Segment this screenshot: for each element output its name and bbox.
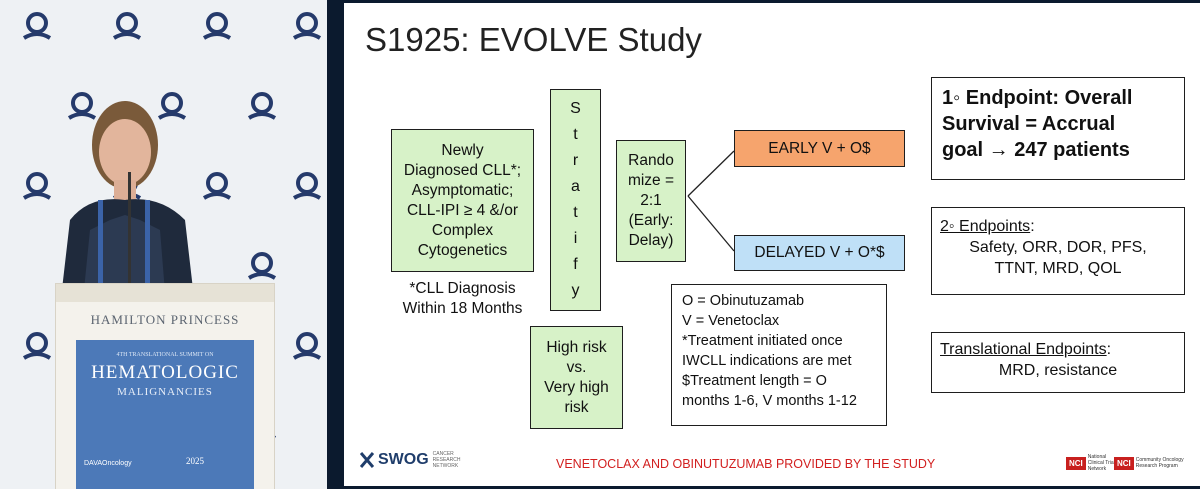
speaker-video-panel: HAMILTON PRINCESS 4TH TRANSLATIONAL SUMM… (0, 0, 327, 489)
legend-line: $Treatment length = O (682, 373, 827, 389)
population-line: Newly (441, 141, 484, 159)
randomize-line: Delay) (628, 232, 674, 249)
stratify-letter: f (573, 256, 578, 273)
banner-title-2: MALIGNANCIES (117, 386, 213, 398)
stratify-letter: y (571, 282, 580, 299)
podium-top (56, 284, 274, 302)
stratification-line: vs. (566, 358, 587, 376)
primary-endpoint-line: Survival = Accrual (942, 113, 1116, 135)
population-line: Diagnosed CLL*; (403, 161, 522, 179)
podium-hotel-name: HAMILTON PRINCESS (90, 312, 240, 327)
backdrop-logo-icon (20, 330, 54, 364)
stratify-letter: t (573, 204, 578, 221)
early-arm-label: EARLY V + O$ (768, 139, 871, 157)
delayed-arm-box: DELAYED V + O*$ (734, 235, 905, 271)
abbreviation-legend: O = Obinutuzamab V = Venetoclax *Treatment… (671, 284, 887, 426)
backdrop-logo-icon (20, 10, 54, 44)
randomize-line: 2:1 (640, 192, 662, 209)
backdrop-logo-icon (290, 10, 324, 44)
translational-endpoints-box: Translational Endpoints: MRD, resistance (931, 332, 1185, 393)
translational-endpoints-text: MRD, resistance (998, 362, 1118, 379)
backdrop-logo-icon (110, 10, 144, 44)
footnote-line: Within 18 Months (402, 300, 523, 317)
stratification-box: High risk vs. Very high risk (530, 326, 623, 429)
backdrop-logo-icon (290, 170, 324, 204)
secondary-endpoints-list: Safety, ORR, DOR, PFS, TTNT, MRD, QOL (940, 237, 1176, 279)
podium: HAMILTON PRINCESS 4TH TRANSLATIONAL SUMM… (55, 283, 275, 489)
randomize-line: (Early: (628, 212, 674, 229)
banner-brand: DAVAOncology (84, 460, 132, 467)
banner-title: HEMATOLOGIC (91, 362, 239, 383)
backdrop-logo-icon (245, 250, 279, 284)
primary-endpoint-line: goal → 247 patients (942, 139, 1130, 161)
stratify-letter: S (570, 100, 581, 117)
randomize-line: Rando (628, 152, 674, 169)
legend-line: IWCLL indications are met (682, 353, 852, 369)
stratify-letter: t (573, 126, 578, 143)
population-line: Asymptomatic; (411, 181, 514, 199)
backdrop-logo-icon (245, 90, 279, 124)
backdrop-logo-icon (155, 90, 189, 124)
swog-mark-icon (360, 452, 374, 468)
translational-endpoints-heading: Translational Endpoints: (940, 341, 1112, 358)
stratify-letter: r (572, 152, 579, 169)
stratification-line: High risk (546, 338, 607, 356)
stratify-letter: a (571, 178, 580, 195)
legend-line: O = Obinutuzamab (682, 293, 805, 309)
randomize-box: Rando mize = 2:1 (Early: Delay) (616, 140, 686, 262)
population-line: Complex (431, 221, 494, 239)
flow-connectors (687, 150, 735, 252)
legend-line: months 1-6, V months 1-12 (682, 393, 857, 409)
banner-subtitle: 4TH TRANSLATIONAL SUMMIT ON (116, 352, 214, 358)
stratification-line: risk (564, 398, 589, 416)
backdrop-logo-icon (290, 330, 324, 364)
backdrop-logo-icon (200, 170, 234, 204)
secondary-endpoint-line: Safety, ORR, DOR, PFS, (969, 239, 1147, 256)
banner-year: 2025 (186, 456, 204, 466)
population-line: CLL-IPI ≥ 4 &/or (406, 201, 518, 219)
backdrop-logo-icon (65, 90, 99, 124)
stratification-line: Very high (544, 378, 609, 396)
backdrop-logo-icon (200, 10, 234, 44)
secondary-endpoints-heading: 2◦ Endpoints: (940, 218, 1035, 235)
early-arm-box: EARLY V + O$ (734, 130, 905, 167)
secondary-endpoints-box: 2◦ Endpoints: Safety, ORR, DOR, PFS, TTNT… (931, 207, 1185, 295)
population-line: Cytogenetics (417, 241, 508, 259)
randomize-line: mize = (627, 172, 675, 189)
legend-line: V = Venetoclax (682, 313, 780, 329)
swog-logo: SWOG CANCER RESEARCH NETWORK (360, 451, 469, 469)
primary-endpoint-line: 1◦ Endpoint: Overall (942, 87, 1133, 109)
secondary-endpoint-line: TTNT, MRD, QOL (994, 260, 1122, 277)
legend-line: *Treatment initiated once (682, 333, 843, 349)
footnote-line: *CLL Diagnosis (409, 280, 516, 297)
summit-banner: 4TH TRANSLATIONAL SUMMIT ON HEMATOLOGIC … (76, 340, 254, 489)
slide-title: S1925: EVOLVE Study (365, 21, 702, 58)
delayed-arm-label: DELAYED V + O*$ (754, 244, 885, 261)
backdrop-logo-icon (20, 170, 54, 204)
stratify-letter: i (573, 230, 578, 247)
footer-note: VENETOCLAX AND OBINUTUZUMAB PROVIDED BY … (556, 457, 936, 471)
